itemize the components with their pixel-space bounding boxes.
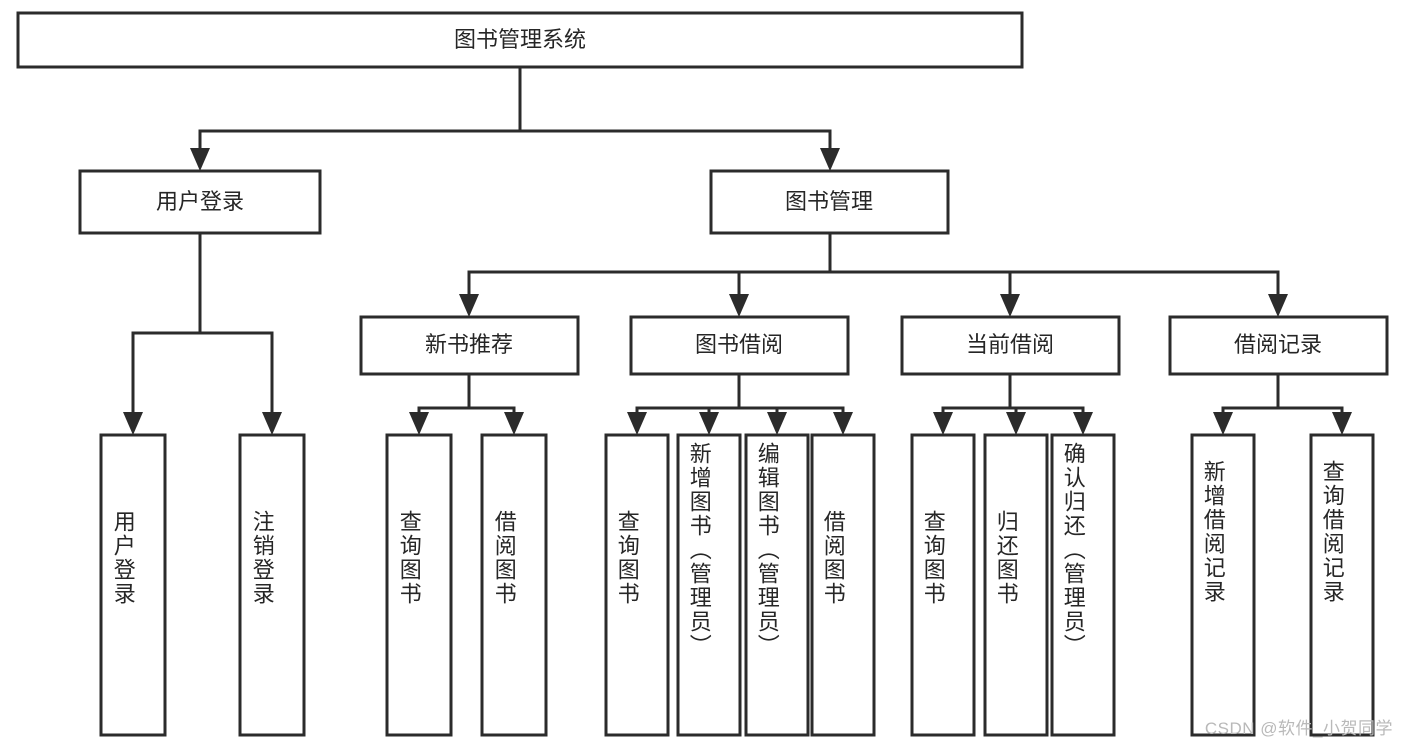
node-root[interactable]: 图书管理系统: [16, 11, 1024, 69]
node-book-management[interactable]: 图书管理: [709, 169, 950, 235]
node-root-label: 图书管理系统: [454, 27, 586, 52]
node-user-login[interactable]: 用户登录: [78, 169, 322, 235]
node-borrow-record-label: 借阅记录: [1234, 332, 1322, 357]
leaf-box-logout[interactable]: [238, 433, 306, 737]
node-book-borrow[interactable]: 图书借阅: [629, 315, 850, 376]
leaf-box-add-book[interactable]: [676, 433, 742, 737]
arrow-head-icon: [262, 412, 282, 435]
arrow-head-icon: [627, 412, 647, 435]
node-new-book-recommend[interactable]: 新书推荐: [359, 315, 580, 376]
connector-group-current-borrow-to-leaves: [933, 372, 1093, 435]
node-borrow-record-box[interactable]: [1168, 315, 1389, 376]
arrow-head-icon: [820, 148, 840, 171]
leaf-box-query-book-3[interactable]: [910, 433, 976, 737]
connector-group-user-login-to-leaves: [123, 231, 282, 435]
connector-group-book-borrow-to-leaves: [627, 372, 853, 435]
arrow-head-icon: [459, 294, 479, 317]
leaf-box-query-book-2[interactable]: [604, 433, 670, 737]
node-new-book-recommend-box[interactable]: [359, 315, 580, 376]
node-user-login-box[interactable]: [78, 169, 322, 235]
arrow-head-icon: [409, 412, 429, 435]
arrow-head-icon: [933, 412, 953, 435]
watermark-text: CSDN @软件_小贺同学: [1204, 719, 1393, 738]
node-current-borrow-box[interactable]: [900, 315, 1121, 376]
leaf-box-add-record[interactable]: [1190, 433, 1256, 737]
node-current-borrow-label: 当前借阅: [966, 332, 1054, 357]
arrow-head-icon: [729, 294, 749, 317]
leaf-box-confirm-return[interactable]: [1050, 433, 1116, 737]
leaf-box-borrow-book-1[interactable]: [480, 433, 548, 737]
leaf-box-query-record[interactable]: [1309, 433, 1375, 737]
connector-group-borrow-record-to-leaves: [1213, 372, 1352, 435]
leaf-box-query-book-1[interactable]: [385, 433, 453, 737]
node-book-management-label: 图书管理: [785, 189, 873, 214]
arrow-head-icon: [699, 412, 719, 435]
node-borrow-record[interactable]: 借阅记录: [1168, 315, 1389, 376]
connector-group-root-to-level2: [190, 65, 840, 171]
leaf-box-borrow-book-2[interactable]: [810, 433, 876, 737]
arrow-head-icon: [767, 412, 787, 435]
leaf-box-user-login[interactable]: [99, 433, 167, 737]
arrow-head-icon: [1000, 294, 1020, 317]
leaf-box-return-book[interactable]: [983, 433, 1049, 737]
arrow-head-icon: [123, 412, 143, 435]
leaf-box-group: [99, 433, 1375, 737]
arrow-head-icon: [504, 412, 524, 435]
node-book-management-box[interactable]: [709, 169, 950, 235]
connector-group-new-book-to-leaves: [409, 372, 524, 435]
arrow-head-icon: [1268, 294, 1288, 317]
node-book-borrow-box[interactable]: [629, 315, 850, 376]
node-root-box[interactable]: [16, 11, 1024, 69]
node-book-borrow-label: 图书借阅: [695, 332, 783, 357]
leaf-box-edit-book[interactable]: [744, 433, 810, 737]
node-user-login-label: 用户登录: [156, 189, 244, 214]
arrow-head-icon: [1073, 412, 1093, 435]
arrow-head-icon: [1213, 412, 1233, 435]
arrow-head-icon: [833, 412, 853, 435]
connector-group-book-mgmt-to-level3: [459, 231, 1288, 317]
arrow-head-icon: [1332, 412, 1352, 435]
node-current-borrow[interactable]: 当前借阅: [900, 315, 1121, 376]
node-new-book-recommend-label: 新书推荐: [425, 332, 513, 357]
arrow-head-icon: [190, 148, 210, 171]
arrow-head-icon: [1006, 412, 1026, 435]
